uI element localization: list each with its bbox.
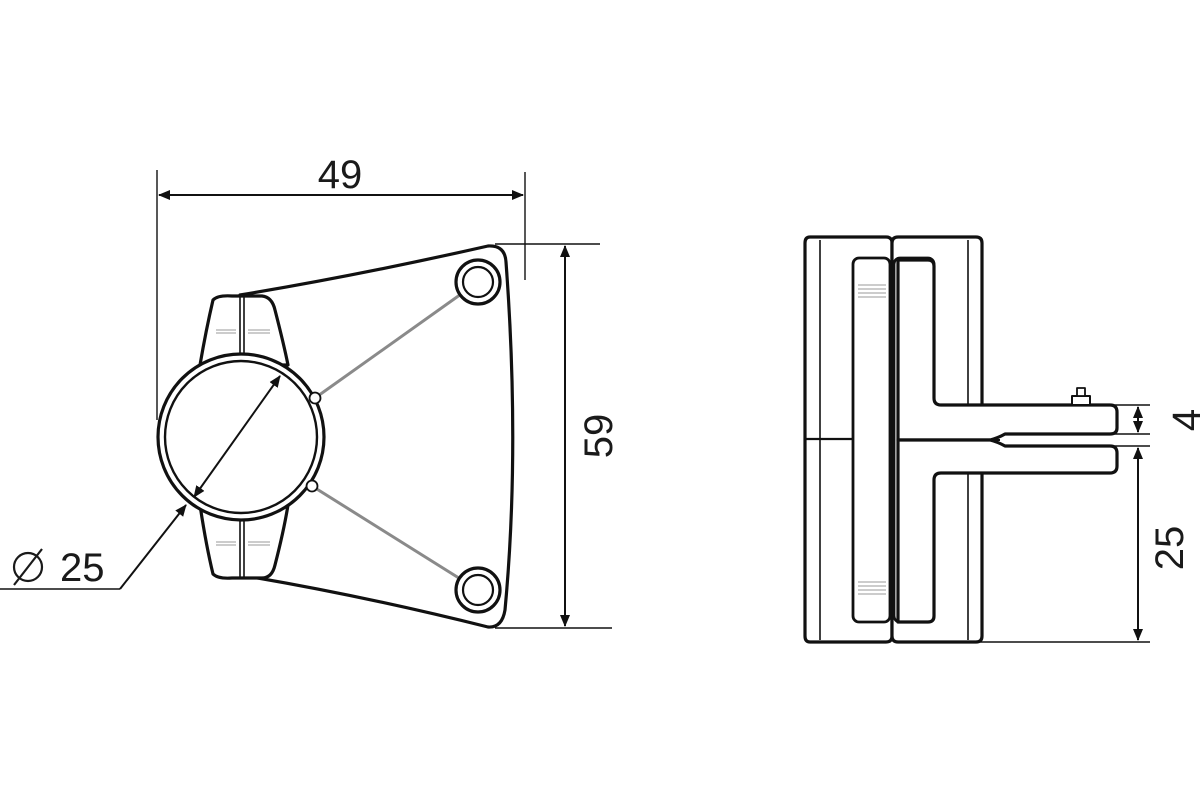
diameter-dimension-line: [193, 375, 281, 498]
gap-value: 4: [1165, 409, 1200, 431]
side-height-value: 25: [1148, 526, 1192, 571]
lower-cable: [311, 484, 479, 592]
lower-clamp-plate: [896, 438, 1119, 624]
upper-hole: [454, 258, 502, 306]
diameter-value: 25: [60, 546, 105, 590]
width-value: 49: [318, 153, 363, 197]
front-view: 25 49 59: [0, 153, 621, 629]
height-value: 59: [577, 414, 621, 459]
lower-hole: [454, 566, 502, 614]
diameter-label: 25: [12, 546, 105, 590]
upper-clamp-plate: [896, 258, 1119, 442]
upper-cable: [314, 280, 479, 400]
side-view: 4 25: [803, 235, 1200, 644]
clamp-body: [238, 244, 515, 629]
set-screw: [1071, 387, 1091, 406]
clamp-ring: [156, 352, 326, 522]
